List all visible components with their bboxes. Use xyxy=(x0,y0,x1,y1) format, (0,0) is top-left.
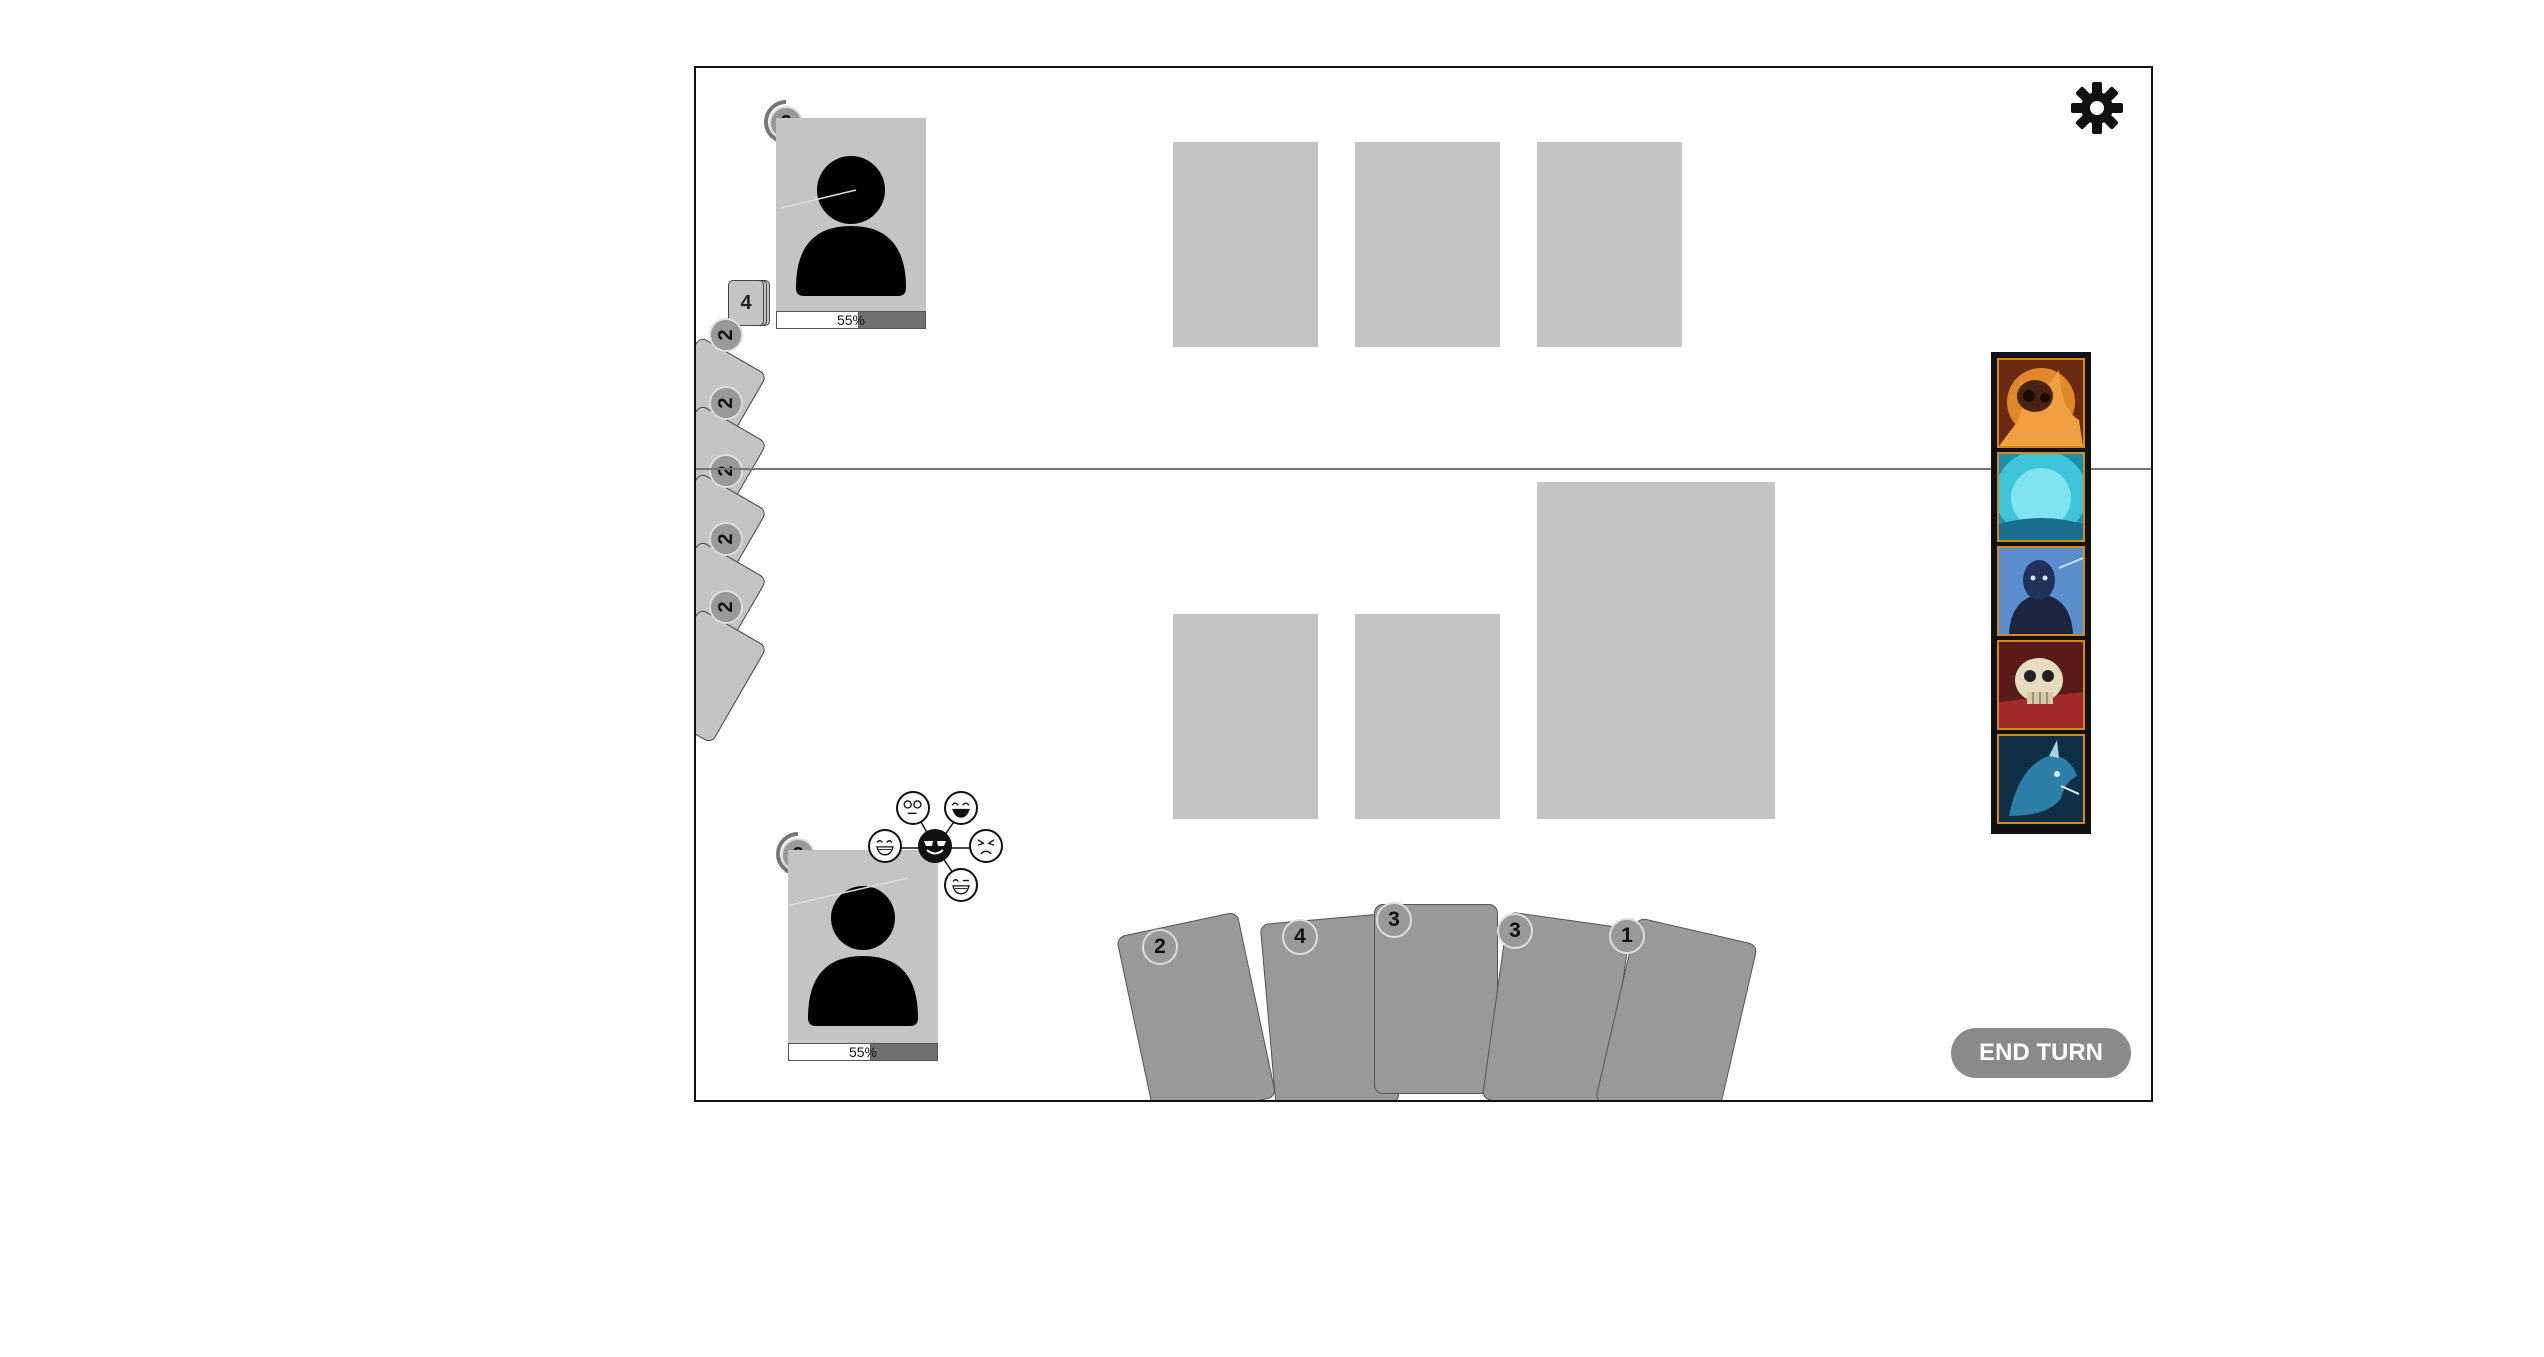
shadow-figure-portrait[interactable] xyxy=(1997,546,2085,636)
skeleton-pirate-portrait[interactable] xyxy=(1997,640,2085,730)
end-turn-button[interactable]: END TURN xyxy=(1951,1028,2131,1078)
opponent-board-slot[interactable] xyxy=(1537,142,1682,347)
opponent-health-bar: 55% xyxy=(776,311,926,329)
opponent-portrait[interactable] xyxy=(776,118,926,313)
player-hand-card-cost: 1 xyxy=(1609,918,1645,954)
opponent-board-slot[interactable] xyxy=(1355,142,1500,347)
player-hand-card-cost: 3 xyxy=(1497,913,1533,949)
person-silhouette-icon xyxy=(780,156,906,296)
end-turn-label: END TURN xyxy=(1979,1039,2103,1066)
angry-emote-icon[interactable] xyxy=(969,829,1003,863)
dizzy-emote-icon[interactable] xyxy=(896,791,930,825)
player-health-text: 55% xyxy=(848,1044,878,1060)
opponent-health-text: 55% xyxy=(836,312,866,328)
person-silhouette-icon xyxy=(789,877,918,1026)
opponent-hand-card-cost: 2 xyxy=(709,454,743,488)
opponent-hand-card-cost: 2 xyxy=(709,522,743,556)
laugh-emote-icon[interactable] xyxy=(944,791,978,825)
opponent-hand-card-cost: 2 xyxy=(709,386,743,420)
opponent-hand-card-cost: 2 xyxy=(709,590,743,624)
opponent-deck: 4 xyxy=(728,280,770,326)
player-health-bar: 55% xyxy=(788,1043,938,1061)
player-hand-card-cost: 3 xyxy=(1376,902,1412,938)
fire-skull-portrait[interactable] xyxy=(1997,358,2085,448)
player-board-slot-selected[interactable] xyxy=(1537,482,1775,819)
opponent-hand-card xyxy=(696,608,768,744)
opponent-board-slot[interactable] xyxy=(1173,142,1318,347)
cool-emote-icon[interactable] xyxy=(918,829,952,863)
blue-dragon-portrait[interactable] xyxy=(1997,734,2085,824)
board-divider xyxy=(696,468,2151,470)
player-hand-card-cost: 2 xyxy=(1142,929,1178,965)
gear-icon[interactable] xyxy=(2069,80,2125,136)
ice-cave-portrait[interactable] xyxy=(1995,450,2087,542)
player-board-slot[interactable] xyxy=(1173,614,1318,819)
smile-emote-icon[interactable] xyxy=(868,829,902,863)
turn-order-queue xyxy=(1991,352,2091,834)
player-portrait[interactable] xyxy=(788,850,938,1045)
opponent-deck-count: 4 xyxy=(740,291,752,314)
player-hand-card-cost: 4 xyxy=(1282,919,1318,955)
opponent-hand-card-cost: 2 xyxy=(709,318,743,352)
wink-emote-icon[interactable] xyxy=(944,868,978,902)
player-board-slot[interactable] xyxy=(1355,614,1500,819)
player-hand-card[interactable] xyxy=(1115,911,1277,1100)
